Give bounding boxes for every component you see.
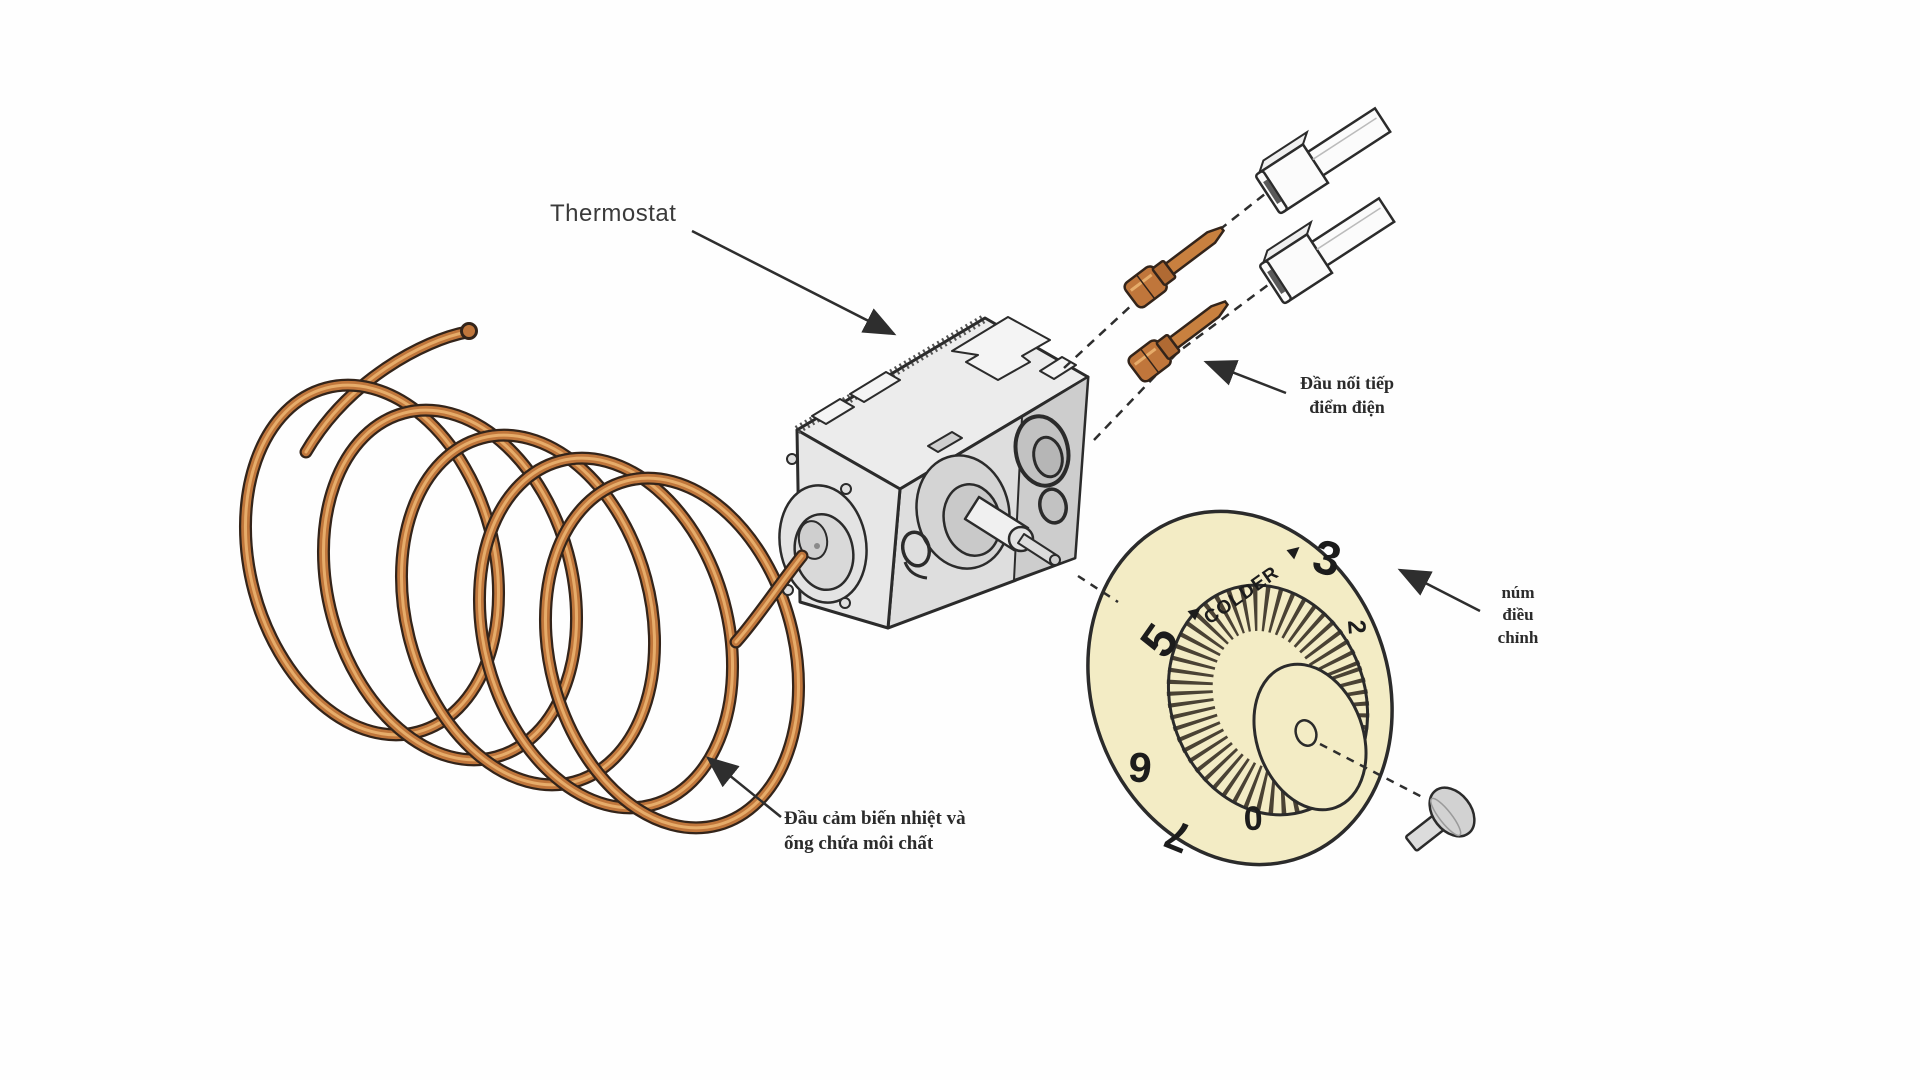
- knurled-knob: [1166, 583, 1370, 817]
- knob-callout-line1: núm: [1501, 583, 1535, 602]
- coil-loop: [394, 428, 662, 792]
- lever-bracket: [900, 530, 932, 580]
- top-face-cutouts: [811, 316, 1077, 453]
- terminal-axis-dashes: [1063, 189, 1273, 441]
- end-face-holes: [1013, 414, 1071, 525]
- sensor-callout-label: Đầu cảm biến nhiệt và ống chứa môi chất: [784, 806, 966, 856]
- dial-plate: [1086, 509, 1394, 867]
- bellows-boss: [778, 453, 868, 609]
- coil-loop: [472, 451, 740, 815]
- sensor-callout-line2: ống chứa môi chất: [784, 833, 934, 855]
- plate-screws: [782, 453, 852, 609]
- terminal-callout-label: Đầu nối tiếp điểm điện: [1284, 372, 1410, 420]
- knob-shaft-hole: [1294, 719, 1318, 747]
- terminal-leader: [1203, 360, 1287, 395]
- spade-terminal-lower: [1127, 300, 1230, 383]
- dial-number-6: 6: [1126, 743, 1154, 792]
- dial-number-0: 0: [1242, 798, 1264, 837]
- dial-screw: [1405, 786, 1476, 852]
- thermostat-label: Thermostat: [550, 200, 677, 227]
- knob-callout-label: núm điều chỉnh: [1476, 582, 1560, 649]
- wire-connector-lower: [1259, 196, 1396, 305]
- sensor-coil: [238, 322, 806, 835]
- adjustment-shaft: [963, 495, 1061, 566]
- capillary-to-body: [729, 549, 809, 649]
- knob-callout-line3: chỉnh: [1497, 627, 1539, 647]
- thermostat-leader: [691, 229, 897, 336]
- leader-arrows: [691, 229, 1481, 818]
- knob-leader: [1397, 568, 1481, 613]
- coil-loop: [316, 403, 584, 767]
- sensor-leader: [705, 756, 782, 818]
- sensor-callout-line1: Đầu cảm biến nhiệt và: [784, 808, 966, 829]
- coil-tail: [299, 325, 474, 459]
- knob-callout-line2: điều: [1502, 605, 1534, 625]
- wire-connector-upper: [1255, 106, 1392, 215]
- terminal-callout-line1: Đầu nối tiếp: [1299, 373, 1395, 393]
- shaft-axis-dashes: [1077, 574, 1425, 800]
- coil-loop: [538, 471, 806, 835]
- spade-terminal-upper: [1123, 226, 1226, 309]
- thermostat-body: [778, 314, 1090, 630]
- terminal-callout-line2: điểm điện: [1309, 396, 1385, 417]
- dial-number-2: 2: [1341, 618, 1372, 636]
- capillary-tip: [460, 322, 478, 340]
